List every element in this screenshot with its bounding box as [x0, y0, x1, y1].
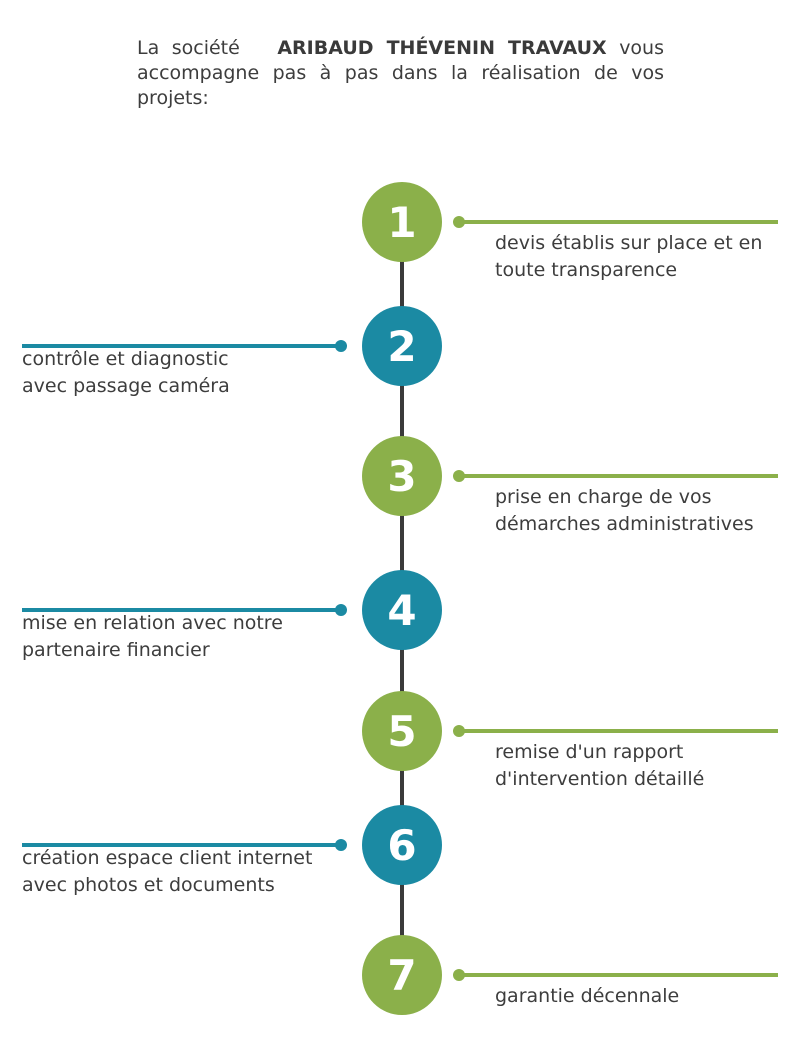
step-7-description: garantie décennale — [495, 983, 679, 1010]
step-number: 3 — [387, 452, 416, 501]
step-4-description: mise en relation avec notre partenaire fi… — [22, 610, 283, 664]
step-4: 4 — [22, 570, 442, 650]
step-description-line: partenaire financier — [22, 639, 210, 661]
step-description-line: démarches administratives — [495, 513, 754, 535]
step-3: 3 — [362, 436, 778, 516]
step-description-line: devis établis sur place et en — [495, 232, 763, 254]
step-3-description: prise en charge de vos démarches administ… — [495, 484, 754, 538]
step-description-line: création espace client internet — [22, 847, 313, 869]
step-number: 4 — [387, 586, 416, 635]
step-number: 5 — [387, 707, 416, 756]
step-description-line: mise en relation avec notre — [22, 612, 283, 634]
step-connector-dot — [453, 470, 465, 482]
step-description-line: prise en charge de vos — [495, 486, 712, 508]
step-connector-dot — [335, 340, 347, 352]
step-7: 7 — [362, 935, 778, 1015]
step-circle — [362, 570, 442, 650]
step-connector-dot — [453, 216, 465, 228]
step-number: 7 — [387, 951, 416, 1000]
step-circle — [362, 805, 442, 885]
step-circle — [362, 691, 442, 771]
step-1-description: devis établis sur place et en toute trans… — [495, 230, 762, 284]
step-5: 5 — [362, 691, 778, 771]
step-6-description: création espace client internet avec phot… — [22, 845, 312, 899]
step-description-line: d'intervention détaillé — [495, 768, 705, 790]
step-circle — [362, 182, 442, 262]
step-connector-dot — [335, 839, 347, 851]
step-description-line: toute transparence — [495, 259, 678, 281]
step-number: 6 — [387, 821, 416, 870]
step-description-line: avec photos et documents — [22, 874, 275, 896]
intro-suffix: vous accompagne pas à pas dans la réalis… — [137, 37, 664, 109]
step-2-description: contrôle et diagnostic avec passage camér… — [22, 346, 230, 400]
step-description-line: remise d'un rapport — [495, 741, 684, 763]
step-connector-dot — [453, 969, 465, 981]
step-connector-dot — [335, 604, 347, 616]
step-description-line: avec passage caméra — [22, 375, 230, 397]
step-description-line: contrôle et diagnostic — [22, 348, 229, 370]
step-connector-dot — [453, 725, 465, 737]
step-2: 2 — [22, 306, 442, 386]
intro-prefix: La société — [137, 37, 240, 59]
step-number: 1 — [387, 198, 416, 247]
step-number: 2 — [387, 322, 416, 371]
step-circle — [362, 306, 442, 386]
company-name: ARIBAUD THÉVENIN TRAVAUX — [277, 37, 607, 59]
step-1: 1 — [362, 182, 778, 262]
step-6: 6 — [22, 805, 442, 885]
step-5-description: remise d'un rapport d'intervention détail… — [495, 739, 704, 793]
step-circle — [362, 935, 442, 1015]
intro-paragraph: La société ARIBAUD THÉVENIN TRAVAUX vous… — [137, 36, 664, 111]
step-circle — [362, 436, 442, 516]
step-description-line: garantie décennale — [495, 985, 680, 1007]
